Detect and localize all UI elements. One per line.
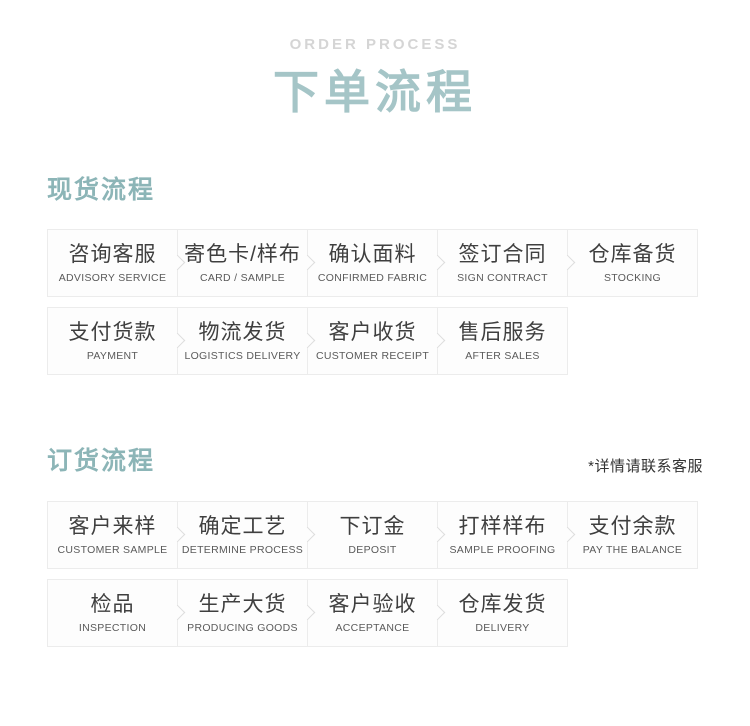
sections-container: 现货流程咨询客服 ADVISORY SERVICE 寄色卡/样布 CARD / SAM… [0,176,750,648]
step-label-zh: 物流发货 [198,321,287,345]
step-rows: 咨询客服 ADVISORY SERVICE 寄色卡/样布 CARD / SAMPLE 确… [47,229,703,376]
step-label-zh: 支付余款 [588,515,677,538]
step-rows: 客户来样 CUSTOMER SAMPLE 确定工艺 DETERMINE PROCESS… [47,501,703,648]
step-label-zh: 客户验收 [328,593,417,616]
process-step: 物流发货 LOGISTICS DELIVERY [177,307,308,376]
step-label-en: CARD / SAMPLE [199,272,285,285]
section-title: 订货流程 [47,447,156,476]
step-label-zh: 确定工艺 [198,515,287,538]
order-process-page: ORDER PROCESS 下单流程 现货流程咨询客服 ADVISORY SERV… [0,0,750,647]
step-label-zh: 检品 [90,593,135,616]
section-header: 订货流程 *详情请联系客服 [47,447,703,476]
process-step: 咨询客服 ADVISORY SERVICE [47,229,178,298]
step-row: 检品 INSPECTION 生产大货 PRODUCING GOODS 客户验收 ACCEP… [47,579,703,648]
step-label-en: DELIVERY [475,622,530,635]
process-step: 生产大货 PRODUCING GOODS [177,579,308,648]
step-label-en: PRODUCING GOODS [187,622,298,635]
step-label-zh: 下订金 [339,515,406,538]
process-step: 售后服务 AFTER SALES [437,307,568,376]
step-label-en: PAY THE BALANCE [582,544,683,557]
step-label-en: STOCKING [603,272,662,285]
step-label-en: DETERMINE PROCESS [181,544,304,557]
step-label-zh: 支付货款 [68,321,157,345]
step-label-en: LOGISTICS DELIVERY [184,350,301,363]
process-step: 确定工艺 DETERMINE PROCESS [177,501,308,570]
step-label-en: CUSTOMER RECEIPT [315,350,430,363]
process-step: 客户来样 CUSTOMER SAMPLE [47,501,178,570]
step-label-en: SAMPLE PROOFING [449,544,556,557]
section-note: *详情请联系客服 [588,458,703,476]
step-label-zh: 咨询客服 [68,243,157,267]
step-label-en: CUSTOMER SAMPLE [57,544,168,557]
section-title: 现货流程 [47,175,156,204]
section-header: 现货流程 [47,176,703,205]
step-label-zh: 确认面料 [328,243,417,267]
process-step: 打样样布 SAMPLE PROOFING [437,501,568,570]
step-label-zh: 售后服务 [458,321,547,345]
step-row: 咨询客服 ADVISORY SERVICE 寄色卡/样布 CARD / SAMPLE 确… [47,229,703,298]
step-label-en: SIGN CONTRACT [457,272,548,285]
step-label-zh: 仓库备货 [588,243,677,267]
step-label-en: INSPECTION [78,622,147,635]
process-step: 客户收货 CUSTOMER RECEIPT [307,307,438,376]
page-title: 下单流程 [273,66,477,118]
process-step: 仓库备货 STOCKING [567,229,698,298]
step-label-zh: 客户收货 [328,321,417,345]
process-step: 仓库发货 DELIVERY [437,579,568,648]
process-section-order: 订货流程 *详情请联系客服客户来样 CUSTOMER SAMPLE 确定工艺 DETER… [47,447,703,648]
step-label-zh: 寄色卡/样布 [184,243,301,267]
step-label-en: ADVISORY SERVICE [58,272,167,285]
process-step: 支付余款 PAY THE BALANCE [567,501,698,570]
process-section-spot: 现货流程咨询客服 ADVISORY SERVICE 寄色卡/样布 CARD / SAM… [47,176,703,376]
process-step: 签订合同 SIGN CONTRACT [437,229,568,298]
step-row: 支付货款 PAYMENT 物流发货 LOGISTICS DELIVERY 客户收货 CUS… [47,307,703,376]
process-step: 客户验收 ACCEPTANCE [307,579,438,648]
process-step: 寄色卡/样布 CARD / SAMPLE [177,229,308,298]
step-label-zh: 客户来样 [68,515,157,538]
step-label-zh: 打样样布 [458,515,547,538]
step-label-en: CONFIRMED FABRIC [317,272,428,285]
process-step: 检品 INSPECTION [47,579,178,648]
step-row: 客户来样 CUSTOMER SAMPLE 确定工艺 DETERMINE PROCESS… [47,501,703,570]
process-step: 确认面料 CONFIRMED FABRIC [307,229,438,298]
step-label-en: PAYMENT [86,350,139,363]
step-label-zh: 签订合同 [458,243,547,267]
step-label-en: AFTER SALES [465,350,540,363]
process-step: 下订金 DEPOSIT [307,501,438,570]
page-subtitle-en: ORDER PROCESS [289,36,461,53]
step-label-zh: 仓库发货 [458,593,547,616]
step-label-zh: 生产大货 [198,593,287,616]
step-label-en: DEPOSIT [348,544,397,557]
step-label-en: ACCEPTANCE [335,622,410,635]
process-step: 支付货款 PAYMENT [47,307,178,376]
